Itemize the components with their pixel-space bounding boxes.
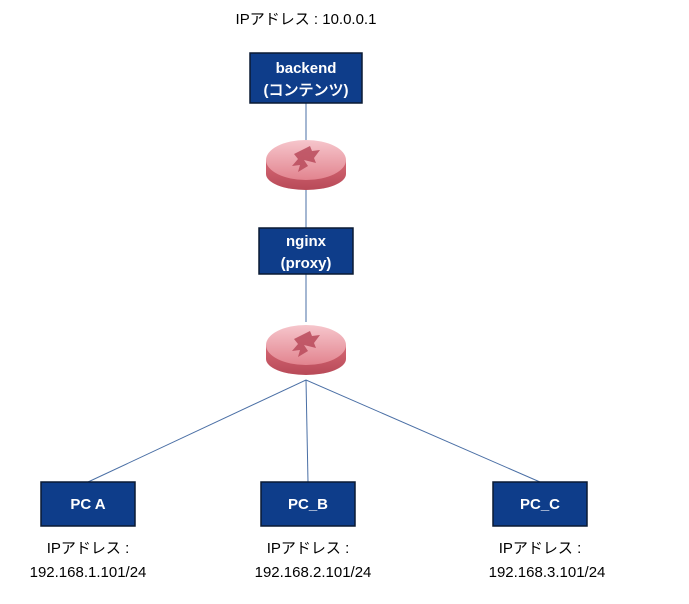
pc-b-ip-heading: IPアドレス :: [267, 540, 350, 557]
pc-b-node[interactable]: PC_B: [260, 481, 356, 527]
pc-c-box: [492, 481, 588, 527]
proxy-box: [258, 227, 354, 275]
router-icon[interactable]: [266, 140, 346, 190]
pc-a-ip-heading: IPアドレス :: [47, 540, 130, 557]
pc-c-ip-heading: IPアドレス :: [499, 540, 582, 557]
pc-c-node[interactable]: PC_C: [492, 481, 588, 527]
link-router2-pc-c: [305, 379, 541, 483]
pc-a-node[interactable]: PC A: [40, 481, 136, 527]
backend-box: [249, 52, 363, 104]
router-arrows: [292, 146, 320, 172]
pc-a-ip: 192.168.1.101/24: [30, 564, 147, 581]
pc-b-label: PC_B: [288, 496, 328, 513]
links: [87, 103, 541, 483]
router-icon[interactable]: [266, 325, 346, 375]
pc-c-label: PC_C: [520, 496, 560, 513]
pc-c-ip: 192.168.3.101/24: [489, 564, 606, 581]
proxy-name: nginx: [286, 233, 327, 250]
link-router2-pc-a: [87, 379, 307, 483]
proxy-role: (proxy): [281, 255, 332, 272]
pc-b-ip: 192.168.2.101/24: [255, 564, 372, 581]
link-router2-pc-b: [305, 379, 309, 483]
backend-name: backend: [276, 60, 337, 77]
router-arrows: [292, 331, 320, 357]
backend-ip-label: IPアドレス : 10.0.0.1: [236, 11, 377, 28]
backend-node[interactable]: backend (コンテンツ): [249, 52, 363, 104]
pc-b-box: [260, 481, 356, 527]
pc-a-box: [40, 481, 136, 527]
proxy-node[interactable]: nginx (proxy): [258, 227, 354, 275]
backend-role: (コンテンツ): [264, 82, 349, 99]
pc-a-label: PC A: [70, 496, 105, 513]
